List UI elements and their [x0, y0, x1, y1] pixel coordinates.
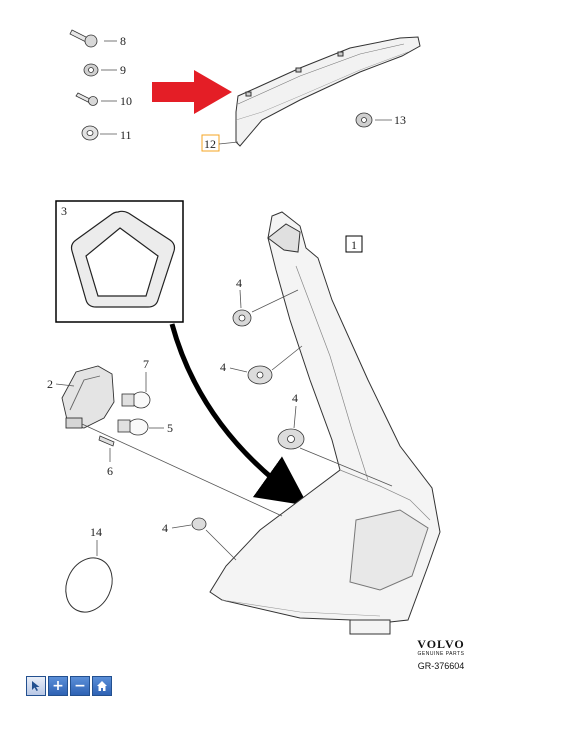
zoom-out-button[interactable]: − [70, 676, 90, 696]
washer-part-11 [81, 125, 117, 141]
pin-part-6 [98, 435, 115, 462]
callout-1: 1 [351, 238, 357, 252]
callout-8: 8 [120, 34, 126, 48]
callout-12: 12 [204, 137, 216, 151]
pillar-trim-part-1 [209, 211, 441, 635]
brand-name: VOLVO [417, 637, 465, 651]
minus-icon: − [74, 678, 86, 694]
zoom-toolbar: + − [26, 676, 112, 696]
cursor-icon [32, 681, 40, 691]
callout-pointer [169, 323, 309, 506]
callout-14: 14 [90, 525, 102, 539]
screw-part-10 [75, 92, 117, 106]
leader-line [81, 423, 283, 517]
bulb-part-5 [117, 418, 164, 436]
callout-4: 4 [220, 360, 226, 374]
brand-subtitle: GENUINE PARTS [417, 651, 465, 657]
clip-part-4 [247, 345, 303, 385]
nut-part-9 [83, 63, 117, 77]
plus-icon: + [52, 678, 64, 694]
highlight-arrow [152, 70, 232, 114]
callout-10: 10 [120, 94, 132, 108]
leader-line [55, 383, 75, 387]
callout-2: 2 [47, 377, 53, 391]
callout-4: 4 [236, 276, 242, 290]
highlight-box-12 [201, 134, 220, 152]
callout-6: 6 [107, 464, 113, 478]
cover-part-14 [65, 540, 113, 613]
home-icon [97, 681, 107, 691]
clip-part-4 [277, 428, 393, 487]
callout-4: 4 [292, 391, 298, 405]
callout-9: 9 [120, 63, 126, 77]
bolt-part-8 [69, 29, 117, 48]
zoom-in-button[interactable]: + [48, 676, 68, 696]
bulb-holder-part-2 [61, 365, 115, 429]
clip-part-4 [232, 289, 299, 327]
select-button[interactable] [26, 676, 46, 696]
callout-3: 3 [61, 204, 67, 218]
brand-block: VOLVO GENUINE PARTS GR-376604 [404, 637, 478, 671]
bulb-part-7 [121, 372, 151, 409]
diagram-code: GR-376604 [417, 661, 465, 671]
callout-7: 7 [143, 357, 149, 371]
callout-11: 11 [120, 128, 132, 142]
callout-5: 5 [167, 421, 173, 435]
clip-part-4 [191, 517, 237, 561]
nut-part-13 [355, 112, 392, 128]
callout-13: 13 [394, 113, 406, 127]
grommet-part-3 [70, 210, 176, 308]
callout-box-1 [345, 235, 363, 253]
home-button[interactable] [92, 676, 112, 696]
brake-light-part-12 [235, 36, 421, 147]
callout-4: 4 [162, 521, 168, 535]
